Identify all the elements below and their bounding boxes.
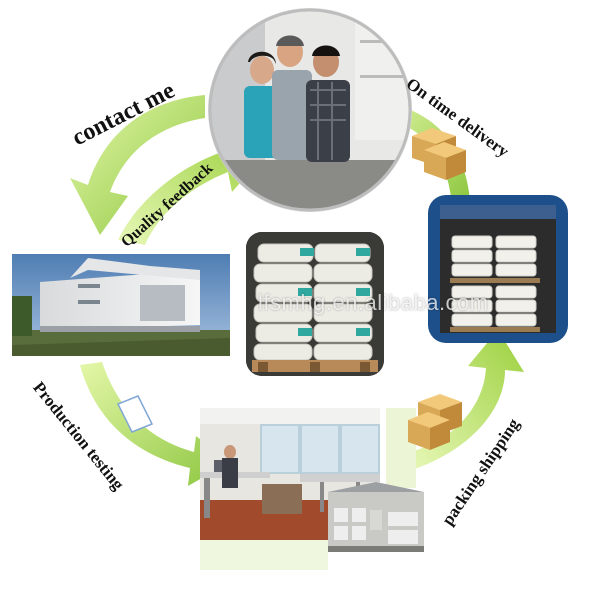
cardboard-box-icon xyxy=(412,128,466,180)
arrow-production-testing xyxy=(80,362,230,486)
arrow-packing-shipping xyxy=(410,330,524,470)
container-photo xyxy=(428,195,568,343)
center-bags-photo xyxy=(246,232,384,376)
watermark: lfsmhg.en.alibaba.com xyxy=(258,290,489,315)
team-photo xyxy=(208,8,412,212)
factory-photo xyxy=(12,254,230,356)
arrow-contact xyxy=(70,95,205,235)
cardboard-box-icon xyxy=(408,394,462,450)
document-icon xyxy=(116,395,154,433)
warehouse-photo xyxy=(200,482,424,570)
